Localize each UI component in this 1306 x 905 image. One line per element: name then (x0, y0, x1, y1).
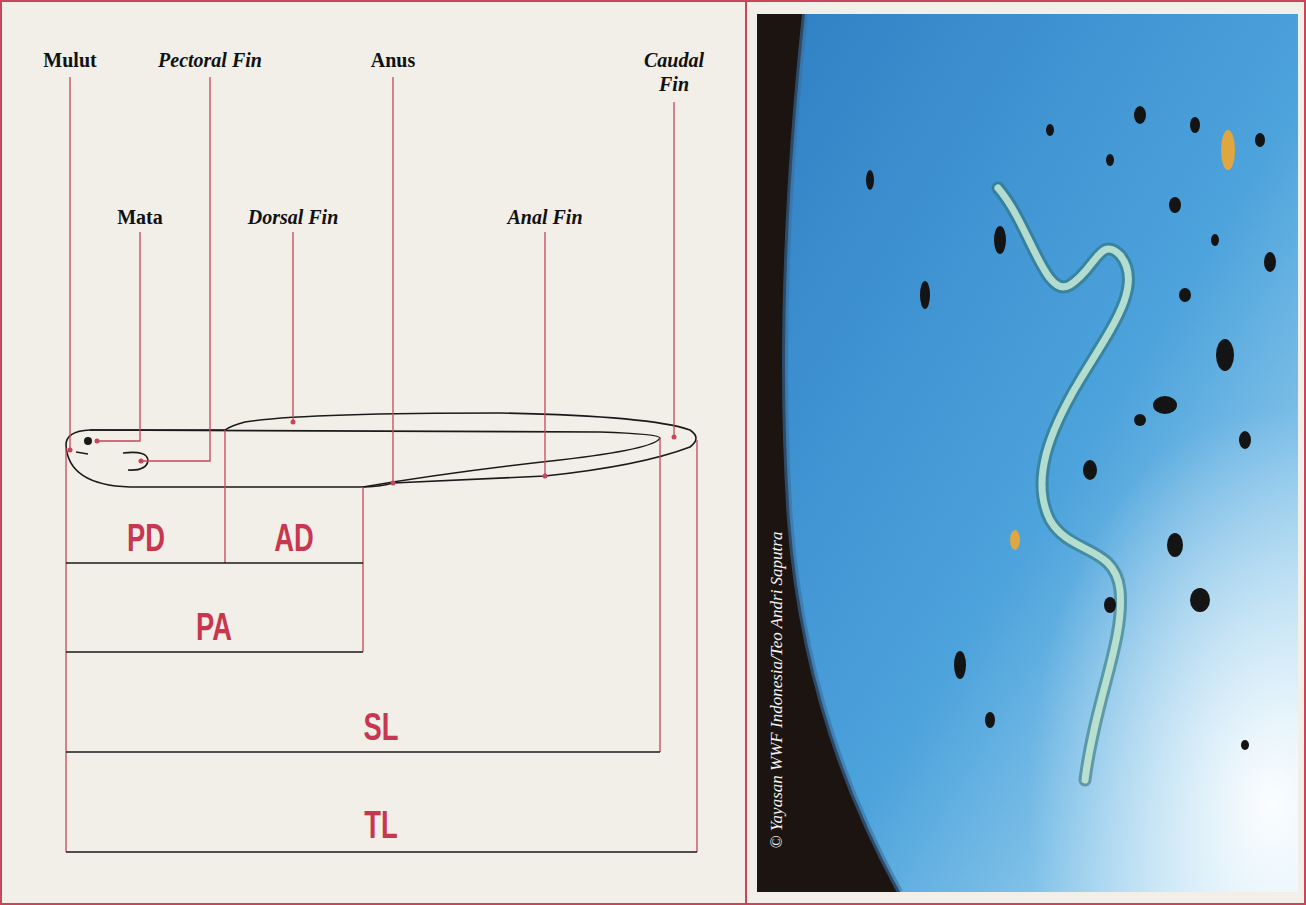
part-label: Dorsal Fin (203, 205, 383, 229)
divider (745, 1, 747, 904)
measurement-label: PD (103, 515, 189, 561)
part-label: Anal Fin (455, 205, 635, 229)
eel-outline (66, 413, 696, 487)
photo-credit: © Yayasan WWF Indonesia/Teo Andri Saputr… (766, 470, 788, 905)
measurement-bars (66, 563, 697, 852)
part-label: Pectoral Fin (110, 48, 310, 72)
measurement-label: PA (171, 604, 257, 650)
part-label: Caudal Fin (629, 48, 719, 96)
measurement-label: TL (338, 802, 424, 848)
measurement-label: AD (251, 515, 337, 561)
part-label: Mulut (20, 48, 120, 72)
leader-dots (68, 420, 677, 486)
measurement-verticals (66, 430, 697, 852)
part-label: Mata (90, 205, 190, 229)
measurement-label: SL (338, 704, 424, 750)
leader-lines (70, 77, 674, 483)
eye-dot (84, 437, 92, 445)
eel-photo (757, 14, 1298, 892)
part-label: Anus (343, 48, 443, 72)
